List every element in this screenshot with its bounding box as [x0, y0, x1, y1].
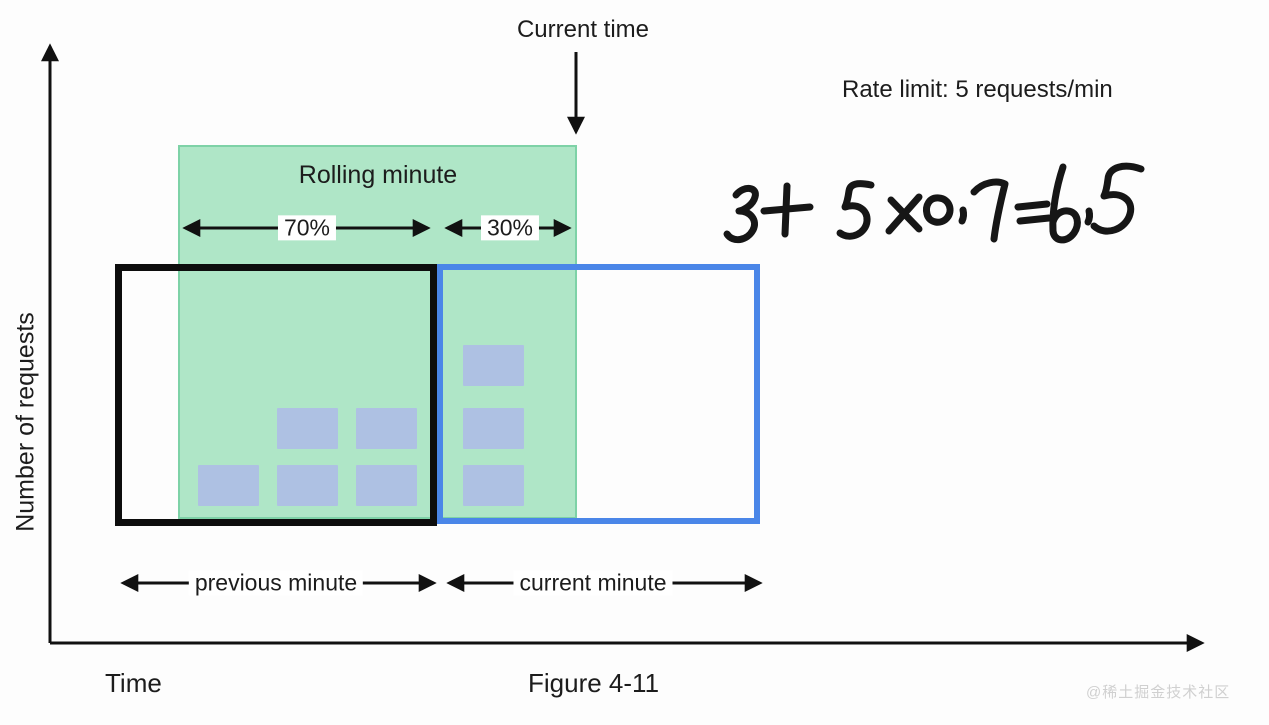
request-square: [277, 465, 338, 506]
pct-70-label: 70%: [277, 215, 337, 241]
request-square: [463, 345, 524, 386]
current-minute-box: [437, 264, 760, 524]
times-sign: [885, 193, 923, 235]
pct-30-label: 30%: [480, 215, 540, 241]
current-minute-label: current minute: [513, 570, 673, 596]
request-square: [277, 408, 338, 449]
equals-sign: [1014, 200, 1051, 211]
previous-minute-label: previous minute: [188, 570, 364, 596]
figure-caption: Figure 4-11: [528, 668, 660, 698]
equals-sign: [1016, 214, 1053, 225]
decimal-point: [1084, 207, 1094, 226]
digit-0: [923, 194, 954, 226]
digit-5: [836, 180, 875, 240]
current-time-label: Current time: [516, 16, 650, 43]
digit-7: [970, 178, 1009, 243]
digit-5: [1090, 162, 1145, 235]
plus-sign: [760, 203, 814, 215]
rate-limit-label: Rate limit: 5 requests/min: [842, 76, 1113, 103]
request-square: [356, 408, 417, 449]
request-square: [463, 465, 524, 506]
digit-3: [723, 185, 759, 244]
handwritten-formula: [723, 162, 1145, 244]
rolling-minute-window: [178, 145, 577, 519]
request-square: [356, 465, 417, 506]
request-square: [198, 465, 259, 506]
x-axis-label: Time: [105, 668, 162, 698]
watermark: @稀土掘金技术社区: [1086, 684, 1231, 701]
digit-6: [1049, 163, 1081, 244]
previous-minute-box: [115, 264, 437, 526]
rolling-minute-label: Rolling minute: [298, 161, 458, 189]
y-axis-label: Number of requests: [11, 312, 40, 532]
request-square: [463, 408, 524, 449]
decimal-point: [958, 206, 968, 225]
